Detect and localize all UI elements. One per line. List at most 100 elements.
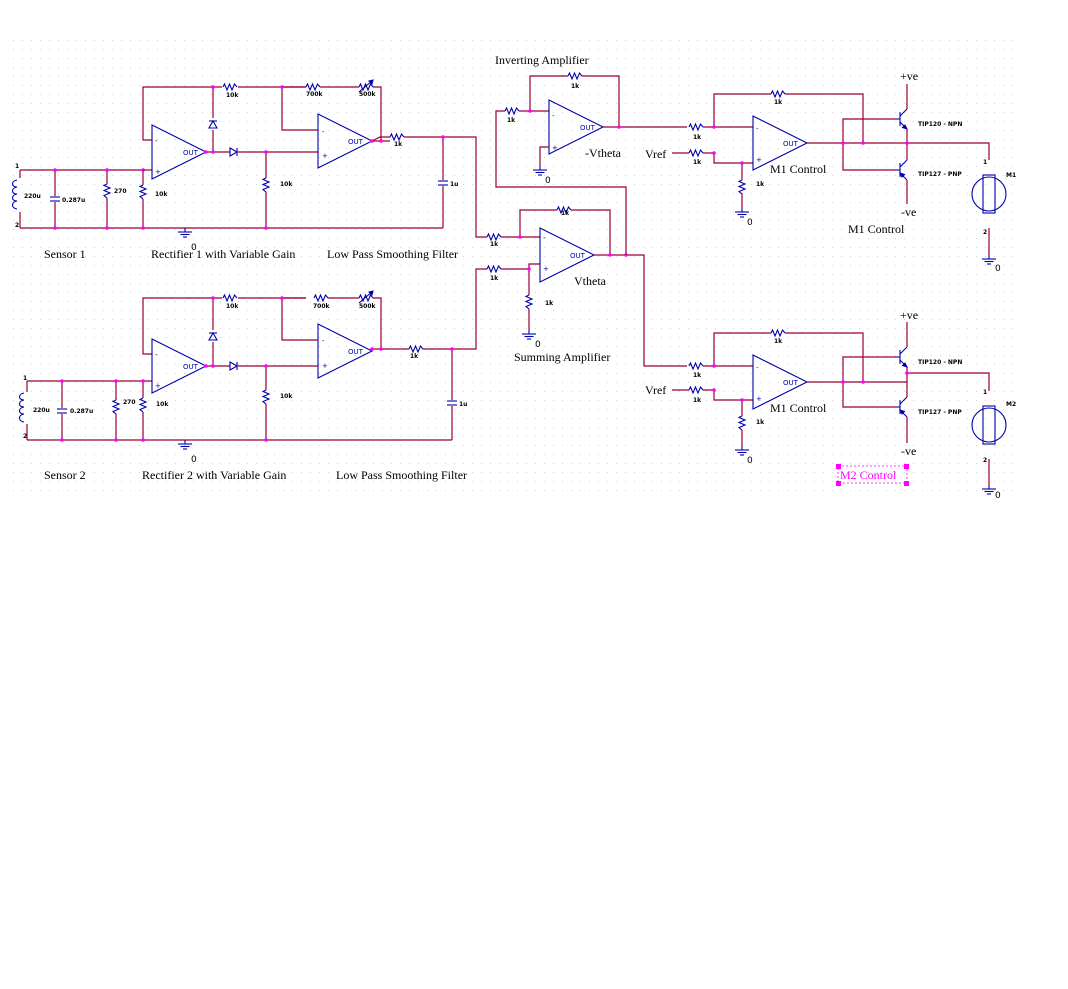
ground-label: 0 — [995, 491, 1001, 501]
vtheta-label: Vtheta — [574, 274, 607, 288]
pin-label: - — [322, 128, 325, 136]
capacitor-value: 0.287u — [70, 408, 93, 415]
resistor-value: 1k — [571, 83, 580, 90]
resistor-value: 1k — [693, 134, 702, 141]
resistor-value: 700k — [313, 303, 331, 310]
pin-label: - — [756, 364, 759, 372]
pin-label: + — [552, 144, 558, 152]
filter-2-label: Low Pass Smoothing Filter — [336, 468, 467, 482]
resistor-value: 10k — [226, 92, 239, 99]
rectifier-2-label: Rectifier 2 with Variable Gain — [142, 468, 286, 482]
opamp-out-label: OUT — [783, 379, 799, 387]
opamp-out-label: OUT — [348, 348, 364, 356]
sensor-2-label: Sensor 2 — [44, 468, 86, 482]
motor-label: M1 — [1006, 172, 1016, 179]
opamp-out-label: OUT — [570, 252, 586, 260]
ground-label: 0 — [747, 456, 753, 466]
resistor-value: 1k — [410, 353, 419, 360]
resistor-value: 1k — [693, 159, 702, 166]
opamp-out-label: OUT — [183, 363, 199, 371]
m2-control-label[interactable]: M2 Control — [840, 468, 897, 482]
supply-positive-label: +ve — [900, 69, 918, 83]
opamp-out-label: OUT — [183, 149, 199, 157]
summing-amplifier-label: Summing Amplifier — [514, 350, 610, 364]
motor-label: M2 — [1006, 401, 1016, 408]
sensor-1-label: Sensor 1 — [44, 247, 86, 261]
resistor-value: 270 — [114, 188, 127, 195]
supply-positive-label: +ve — [900, 308, 918, 322]
pin-label: + — [322, 362, 328, 370]
pnp-label: TIP127 - PNP — [918, 409, 962, 416]
npn-label: TIP120 - NPN — [918, 359, 962, 366]
sensor-2-circuit: 220u 0.287u 270 10k 1 2 — [18, 375, 452, 442]
pin-label: 2 — [983, 457, 987, 464]
pin-label: + — [155, 168, 161, 176]
pin-label: 1 — [15, 163, 19, 170]
pin-label: + — [543, 265, 549, 273]
ground-label: 0 — [545, 176, 551, 186]
sensor-1-circuit: 220u 0.287u 270 10k 1 2 — [11, 163, 443, 230]
pin-label: - — [543, 234, 546, 242]
pin-label: - — [155, 351, 158, 359]
pin-label: - — [756, 125, 759, 133]
resistor-value: 10k — [155, 191, 168, 198]
resistor-value: 10k — [280, 393, 293, 400]
supply-negative-label: -ve — [901, 444, 916, 458]
m2-control-selection[interactable]: M2 Control — [836, 464, 909, 486]
ground-label: 0 — [995, 264, 1001, 274]
pin-label: - — [552, 112, 555, 120]
capacitor-value: 1u — [450, 181, 458, 188]
resistor-value: 500k — [359, 303, 377, 310]
resistor-value: 10k — [226, 303, 239, 310]
opamp-out-label: OUT — [348, 138, 364, 146]
m1-control-title: M1 Control — [848, 222, 905, 236]
neg-vtheta-label: -Vtheta — [585, 146, 622, 160]
rectifier-1-circuit: OUT - + 10k 10k — [142, 83, 318, 230]
resistor-value: 10k — [280, 181, 293, 188]
pin-label: 2 — [983, 229, 987, 236]
resistor-value: 1k — [545, 300, 554, 307]
gain-stage-2: OUT - + 700k 500k 1k 1u — [280, 268, 487, 440]
rectifier-1-label: Rectifier 1 with Variable Gain — [151, 247, 295, 261]
vref-top-label: Vref — [645, 147, 666, 161]
pin-label: + — [756, 156, 762, 164]
capacitor-value: 0.287u — [62, 197, 85, 204]
filter-1-label: Low Pass Smoothing Filter — [327, 247, 458, 261]
resistor-value: 1k — [756, 181, 765, 188]
pin-label: 2 — [23, 433, 27, 440]
resistor-value: 500k — [359, 91, 377, 98]
resistor-value: 1k — [693, 372, 702, 379]
ground-label: 0 — [535, 340, 541, 350]
resistor-value: 1k — [774, 338, 783, 345]
summing-amplifier: 0 OUT - + 1k 1k 1k 1k — [486, 206, 687, 367]
resistor-value: 270 — [123, 399, 136, 406]
opamp-out-label: OUT — [580, 124, 596, 132]
inverting-amplifier-label: Inverting Amplifier — [495, 53, 589, 67]
resistor-value: 1k — [774, 99, 783, 106]
supply-negative-label: -ve — [901, 205, 916, 219]
ground-label: 0 — [747, 218, 753, 228]
pin-label: + — [155, 382, 161, 390]
resistor-value: 10k — [156, 401, 169, 408]
vref-bottom-label: Vref — [645, 383, 666, 397]
inductor-value: 220u — [24, 193, 41, 200]
m1-control-label: M1 Control — [770, 162, 827, 176]
pin-label: 1 — [983, 389, 987, 396]
pin-label: 1 — [983, 159, 987, 166]
inverting-amplifier: 0 OUT - + 1k 1k — [495, 72, 687, 255]
ground-label: 0 — [191, 455, 197, 465]
inductor-value: 220u — [33, 407, 50, 414]
resistor-value: 1k — [507, 117, 516, 124]
npn-label: TIP120 - NPN — [918, 121, 962, 128]
pin-label: + — [322, 152, 328, 160]
pin-label: 1 — [23, 375, 27, 382]
m1-control-circuit: 0 0 OUT - + 1k 1k 1k 1k TIP120 - NPN TIP… — [672, 69, 1016, 274]
pnp-label: TIP127 - PNP — [918, 171, 962, 178]
m1-control-label-lower: M1 Control — [770, 401, 827, 415]
resistor-value: 700k — [306, 91, 324, 98]
gain-stage-1: OUT - + 700k 500k 1k 1u — [280, 80, 487, 238]
rectifier-2-circuit: OUT - + 10k 10k — [142, 294, 318, 442]
pin-label: - — [322, 337, 325, 345]
resistor-value: 1k — [561, 210, 570, 217]
